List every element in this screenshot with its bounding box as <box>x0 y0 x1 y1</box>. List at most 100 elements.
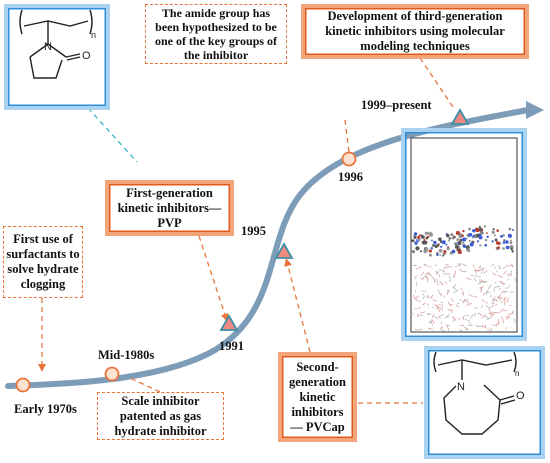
hydrate-bond <box>426 276 429 281</box>
hydrate-bond <box>419 311 426 314</box>
inhibitor-atom <box>457 242 460 245</box>
inhibitor-atom <box>462 241 464 244</box>
hydrate-bond <box>444 316 450 319</box>
inhibitor-atom <box>419 250 422 253</box>
hydrate-bond <box>513 318 516 324</box>
inhibitor-atom <box>423 238 426 241</box>
hydrate-bond <box>425 294 429 299</box>
hydrate-bond <box>430 275 436 281</box>
inhibitor-atom <box>414 241 418 245</box>
inhibitor-atom <box>509 245 514 250</box>
hydrate-bond <box>493 266 497 269</box>
year-1996: 1996 <box>338 170 363 184</box>
inhibitor-atom <box>436 253 439 257</box>
hydrate-bond <box>477 312 483 316</box>
inhibitor-atom <box>428 249 432 253</box>
hydrate-bond <box>481 324 487 329</box>
hydrate-bond <box>501 318 505 324</box>
hydrate-bond <box>449 303 454 306</box>
inhibitor-atom <box>479 244 482 247</box>
hydrate-bond <box>446 265 453 268</box>
hydrate-bond <box>414 275 418 278</box>
inhibitor-atom <box>475 228 480 233</box>
inhibitor-atom <box>458 234 463 238</box>
hydrate-bond <box>481 299 485 302</box>
hydrate-bond <box>505 286 507 290</box>
hydrate-bond <box>448 280 452 282</box>
hydrate-bond <box>427 327 434 330</box>
hydrate-bond <box>415 281 418 286</box>
hydrate-bond <box>432 306 435 309</box>
hydrate-bond <box>440 328 446 333</box>
hydrate-bond <box>511 310 515 314</box>
hydrate-bond <box>500 291 503 295</box>
inhibitor-atom <box>505 240 509 244</box>
hydrate-bond <box>491 299 495 303</box>
hydrate-bond <box>430 294 434 298</box>
surfactants-box: First use of surfactants to solve hydrat… <box>3 226 83 298</box>
hydrate-bond <box>506 284 511 289</box>
pvcap-structure-panel <box>424 346 545 459</box>
hydrate-bond <box>503 270 507 275</box>
hydrate-bond <box>453 283 457 288</box>
connector-pvp <box>87 107 138 163</box>
hydrate-bond <box>427 295 431 299</box>
inhibitor-atom <box>502 234 505 237</box>
hydrate-bond <box>450 298 454 302</box>
hydrate-bond <box>491 272 497 277</box>
hydrate-bond <box>483 269 488 274</box>
year-1999-present: 1999–present <box>361 98 432 112</box>
inhibitor-atom <box>509 241 513 245</box>
inhibitor-atom <box>468 239 471 242</box>
hydrate-bond <box>446 289 449 293</box>
inhibitor-atom <box>466 233 470 237</box>
inhibitor-atom <box>459 238 463 242</box>
hydrate-bond <box>490 313 496 318</box>
hydrate-bond <box>497 274 503 279</box>
hydrate-bond <box>458 328 464 332</box>
inhibitor-atom <box>508 227 512 231</box>
hydrate-bond <box>487 284 492 290</box>
inhibitor-atom <box>421 240 426 245</box>
inhibitor-atom <box>454 245 459 249</box>
inhibitor-atom <box>451 249 456 254</box>
year-1991: 1991 <box>219 339 244 353</box>
hydrate-bond <box>473 295 478 298</box>
hydrate-bond <box>478 269 485 271</box>
hydrate-bond <box>507 313 510 319</box>
hydrate-bond <box>442 270 446 273</box>
connector-second-gen <box>284 258 311 353</box>
hydrate-bond <box>490 263 495 267</box>
hydrate-bond <box>439 304 442 306</box>
hydrate-bond <box>431 319 435 324</box>
amide-box: The amide group has been hypothesized to… <box>145 4 287 64</box>
hydrate-bond <box>507 278 510 281</box>
hydrate-lattice <box>410 263 517 335</box>
inhibitor-atom <box>496 241 500 245</box>
hydrate-bond <box>452 286 456 290</box>
hydrate-bond <box>432 315 438 320</box>
inhibitor-atom <box>426 235 430 239</box>
inhibitor-atom <box>497 246 501 250</box>
hydrate-bond <box>410 313 414 315</box>
hydrate-bond <box>433 304 437 307</box>
hydrate-bond <box>506 297 509 303</box>
hydrate-bond <box>454 270 457 276</box>
milestone-1996 <box>341 151 357 167</box>
inhibitor-atom <box>450 233 454 237</box>
pvcap-oxygen-label: O <box>516 390 525 402</box>
inhibitor-atom <box>441 240 446 245</box>
inhibitor-atom <box>511 228 514 231</box>
inhibitor-atom <box>413 234 416 237</box>
milestone-mid-1980s <box>104 366 120 382</box>
hydrate-bond <box>466 301 470 304</box>
connector-scale <box>129 377 161 393</box>
inhibitor-atom <box>505 245 510 250</box>
hydrate-bond <box>495 304 498 306</box>
hydrate-bond <box>497 296 503 300</box>
hydrate-bond <box>470 275 474 277</box>
hydrate-bond <box>489 311 493 317</box>
hydrate-bond <box>468 293 474 298</box>
inhibitor-atom <box>446 247 450 251</box>
inhibitor-atom <box>511 250 514 253</box>
